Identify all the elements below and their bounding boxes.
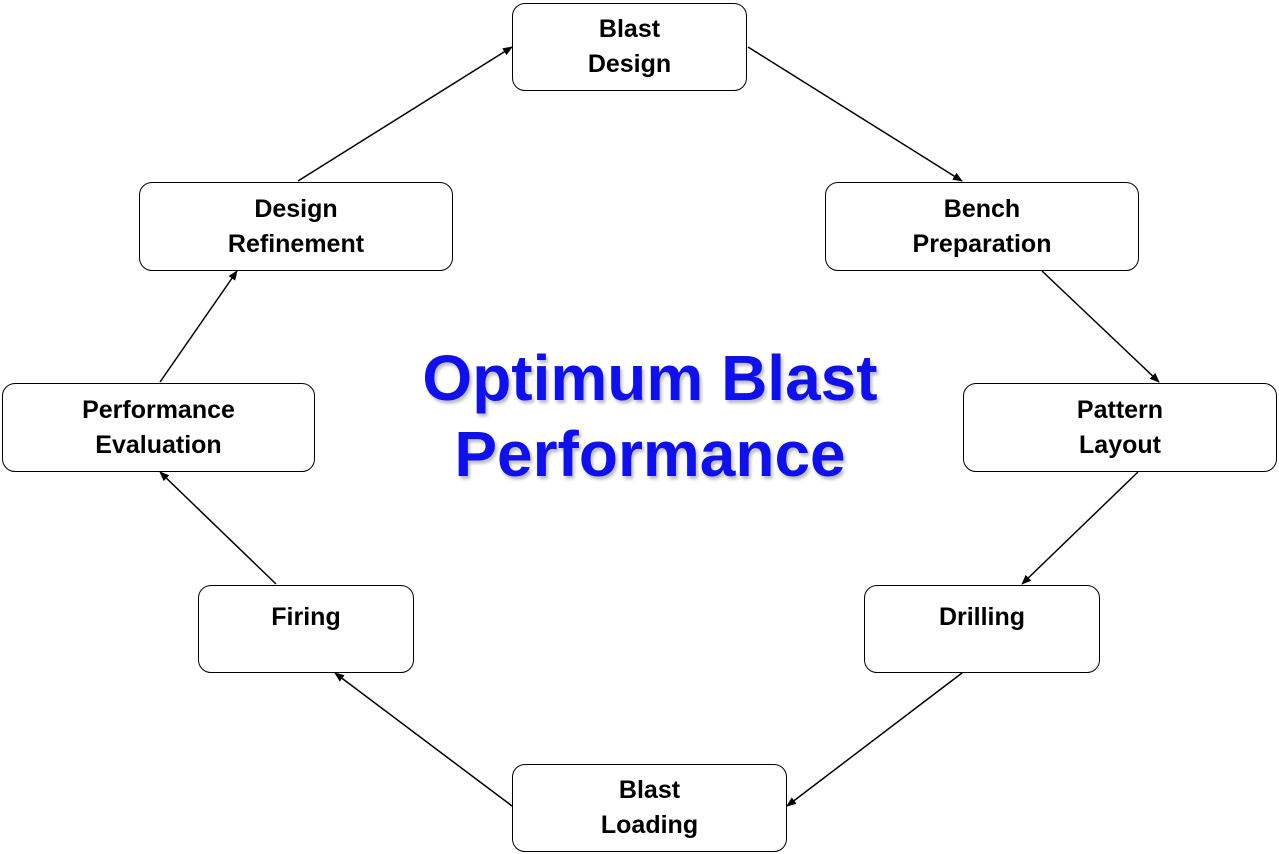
arrow-design-refinement-to-blast-design [297,46,513,182]
step-label: Drilling [938,603,1026,631]
step-label: Bench Preparation [912,194,1052,258]
center-title: Optimum Blast Performance [422,342,878,490]
arrow-firing-to-performance-evaluation [159,471,277,585]
step-pattern-layout: Pattern Layout [963,383,1277,472]
step-label: Pattern Layout [1076,395,1164,459]
step-firing: Firing [198,585,414,673]
step-drilling: Drilling [864,585,1100,673]
step-label: Performance Evaluation [82,395,235,459]
step-label: Firing [271,603,341,631]
arrow-blast-loading-to-firing [334,672,513,807]
step-label: Design Refinement [227,194,365,258]
arrow-drilling-to-blast-loading [786,672,963,807]
step-performance-evaluation: Performance Evaluation [2,383,315,472]
step-blast-design: Blast Design [512,3,747,91]
arrow-blast-design-to-bench-preparation [747,46,963,182]
step-label: Blast Loading [600,776,699,839]
arrow-pattern-layout-to-drilling [1021,471,1139,585]
step-bench-preparation: Bench Preparation [825,182,1139,271]
step-label: Blast Design [587,15,672,78]
step-design-refinement: Design Refinement [139,182,453,271]
arrow-performance-evaluation-to-design-refinement [159,270,238,383]
step-blast-loading: Blast Loading [512,764,787,852]
arrow-bench-preparation-to-pattern-layout [1041,270,1160,383]
